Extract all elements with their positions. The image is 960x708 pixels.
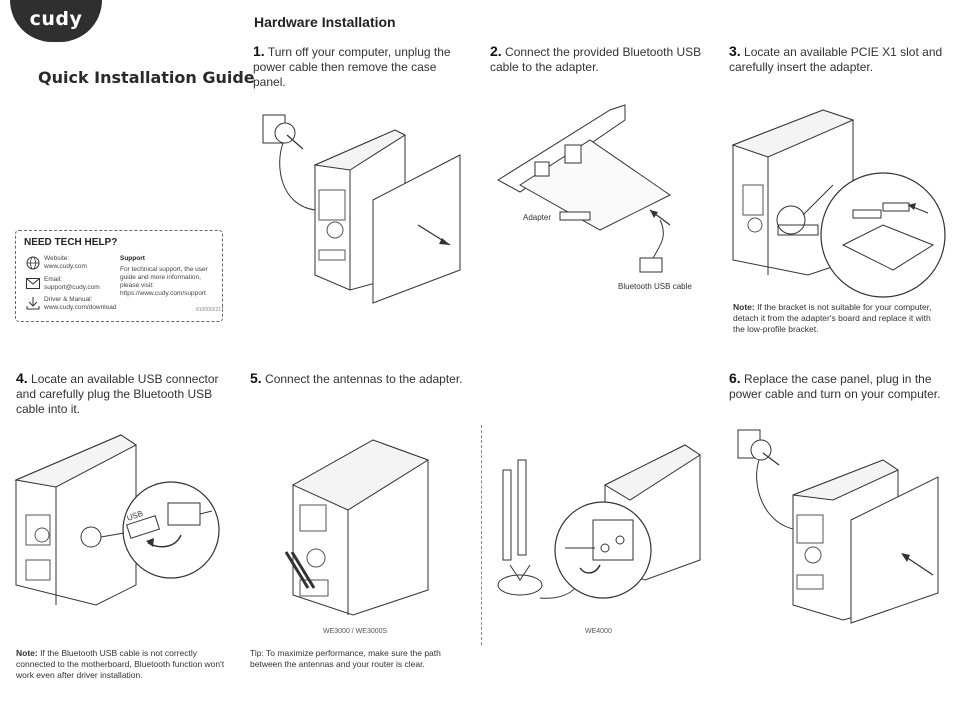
step-3-illustration <box>731 109 946 298</box>
step-2-number: 2. <box>490 43 502 59</box>
download-icon <box>26 297 40 310</box>
caption-we3000: WE3000 / WE3000S <box>323 628 388 635</box>
tech-help-title: NEED TECH HELP? <box>24 237 118 248</box>
step-3-text: Locate an available PCIE X1 slot and car… <box>729 45 943 74</box>
step-4-note: Note: If the Bluetooth USB cable is not … <box>16 648 231 681</box>
note-text: If the Bluetooth USB cable is not correc… <box>16 648 225 680</box>
website-label: Website: <box>44 255 70 262</box>
note-label: Note: <box>16 648 38 658</box>
support-link[interactable]: https://www.cudy.com/support <box>120 290 206 297</box>
website-link[interactable]: www.cudy.com <box>44 263 87 270</box>
step-3: 3. Locate an available PCIE X1 slot and … <box>729 44 949 75</box>
support-title: Support <box>120 255 145 262</box>
email-link[interactable]: support@cudy.com <box>44 284 100 291</box>
step-5: 5. Connect the antennas to the adapter. <box>250 371 480 387</box>
tech-help-box: NEED TECH HELP? Website: www.cudy.com Em… <box>15 230 224 322</box>
step-6-text: Replace the case panel, plug in the powe… <box>729 372 941 401</box>
step-2-text: Connect the provided Bluetooth USB cable… <box>490 45 702 74</box>
step-2: 2. Connect the provided Bluetooth USB ca… <box>490 44 715 75</box>
cable-label: Bluetooth USB cable <box>618 282 692 291</box>
divider-dashed <box>481 425 482 645</box>
driver-label: Driver & Manual: <box>44 296 93 303</box>
step-5-tip: Tip: To maximize performance, make sure … <box>250 648 441 669</box>
step-5-number: 5. <box>250 370 262 386</box>
guide-title: Quick Installation Guide <box>38 68 255 87</box>
step-5-illustration-left <box>284 439 430 616</box>
step-2-illustration: Adapter Bluetooth USB cable <box>497 104 692 291</box>
product-code: 8100002217 <box>196 307 224 313</box>
step-6-illustration <box>737 429 939 624</box>
step-5-text: Connect the antennas to the adapter. <box>265 372 463 386</box>
step-6-number: 6. <box>729 370 741 386</box>
step-4-number: 4. <box>16 370 28 386</box>
email-icon <box>26 278 40 289</box>
brand-logo: cudy <box>10 0 102 42</box>
section-title: Hardware Installation <box>254 14 396 30</box>
step-1-number: 1. <box>253 43 265 59</box>
step-4-illustration: USB <box>14 434 220 606</box>
note-label: Note: <box>733 302 755 312</box>
step-4: 4. Locate an available USB connector and… <box>16 371 226 417</box>
email-label: Email: <box>44 276 63 283</box>
note-text: If the bracket is not suitable for your … <box>733 302 932 334</box>
adapter-label: Adapter <box>523 213 551 222</box>
step-1: 1. Turn off your computer, unplug the po… <box>253 44 463 90</box>
globe-icon <box>26 256 40 270</box>
step-4-text: Locate an available USB connector and ca… <box>16 372 219 416</box>
step-3-number: 3. <box>729 43 741 59</box>
step-1-illustration <box>262 114 461 304</box>
step-5-illustration-right <box>497 444 701 599</box>
caption-we4000: WE4000 <box>585 628 612 635</box>
driver-link[interactable]: www.cudy.com/download <box>44 304 117 311</box>
support-text: For technical support, the user guide an… <box>120 266 208 289</box>
step-3-note: Note: If the bracket is not suitable for… <box>733 302 938 335</box>
step-6: 6. Replace the case panel, plug in the p… <box>729 371 954 402</box>
step-1-text: Turn off your computer, unplug the power… <box>253 45 451 89</box>
